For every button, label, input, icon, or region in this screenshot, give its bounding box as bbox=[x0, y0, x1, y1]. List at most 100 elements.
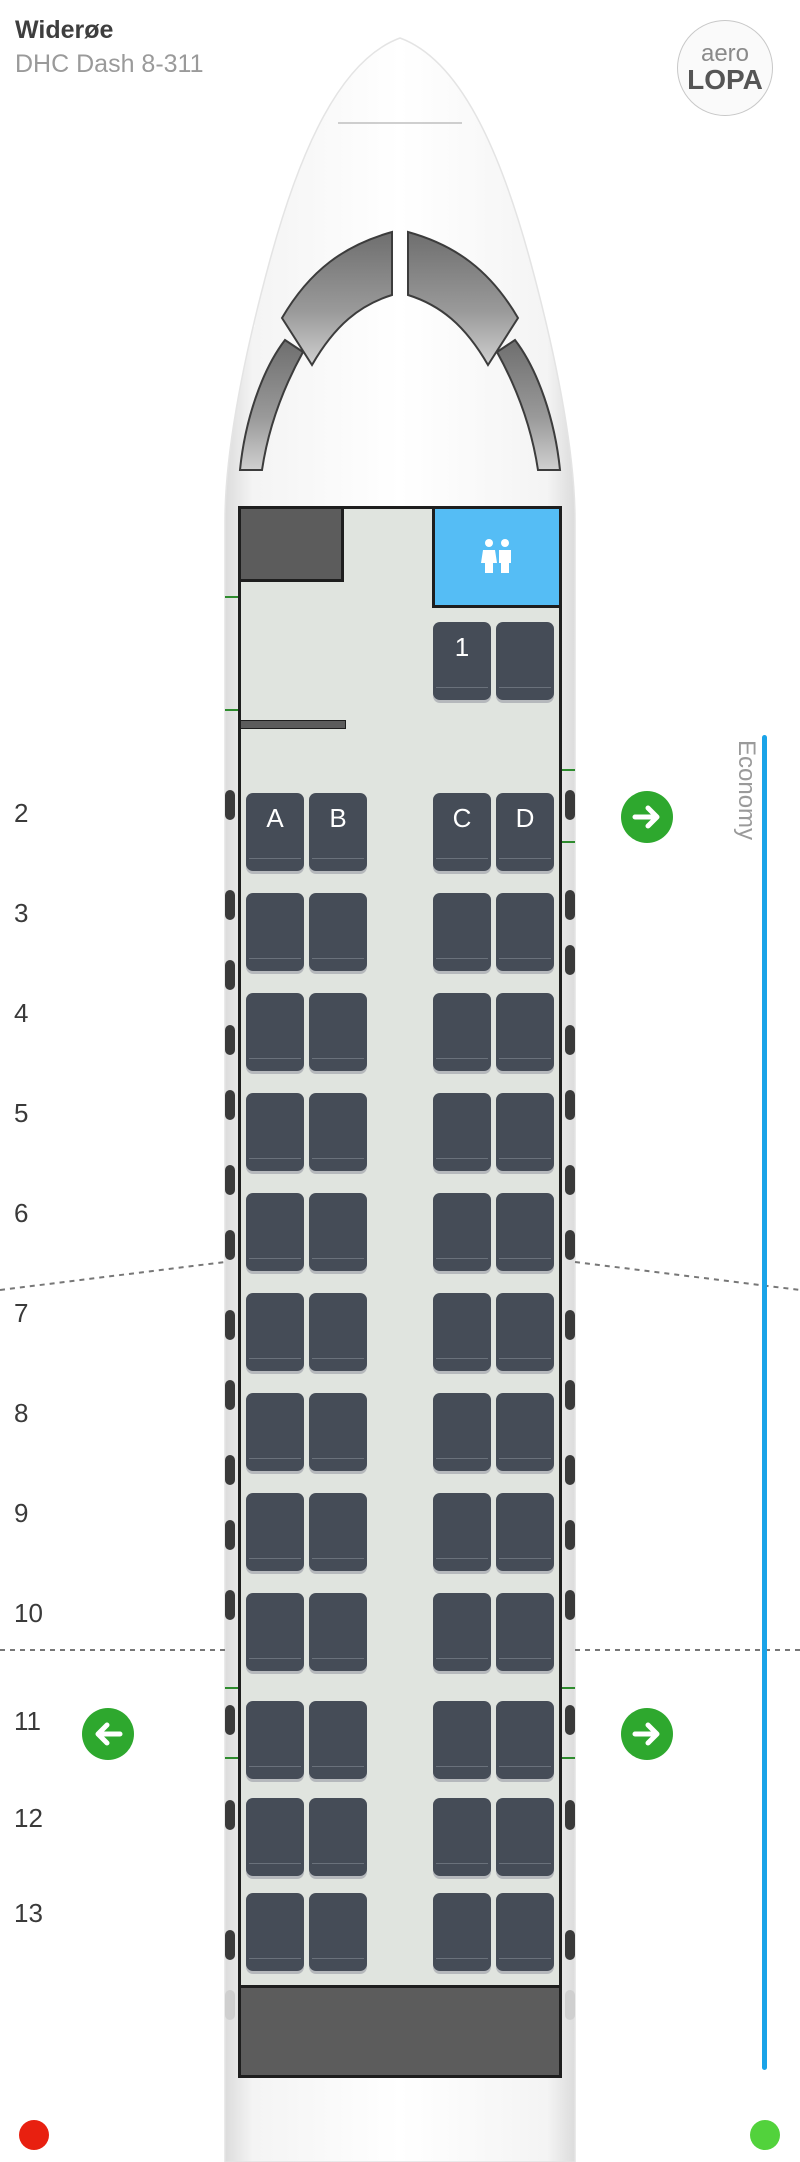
front-galley bbox=[238, 506, 344, 582]
seat-6D[interactable] bbox=[496, 1193, 554, 1271]
column-letter-C: C bbox=[452, 803, 472, 833]
economy-class-label: Economy bbox=[733, 740, 760, 841]
column-letter-A: A bbox=[266, 803, 284, 833]
seat-6B[interactable] bbox=[309, 1193, 367, 1271]
seat-11C[interactable] bbox=[433, 1701, 491, 1779]
seat-13A[interactable] bbox=[246, 1893, 304, 1971]
side-window-icon bbox=[225, 1520, 235, 1550]
side-window-icon bbox=[225, 790, 235, 820]
seat-9D[interactable] bbox=[496, 1493, 554, 1571]
seat-11A[interactable] bbox=[246, 1701, 304, 1779]
bulkhead-partition bbox=[240, 720, 346, 729]
lavatory[interactable] bbox=[432, 506, 562, 608]
side-window-icon bbox=[565, 1310, 575, 1340]
row-label-8: 8 bbox=[14, 1398, 29, 1428]
side-window-icon bbox=[225, 1455, 235, 1485]
seat-7A[interactable] bbox=[246, 1293, 304, 1371]
seat-5C[interactable] bbox=[433, 1093, 491, 1171]
seat-9B[interactable] bbox=[309, 1493, 367, 1571]
side-window-icon bbox=[225, 1990, 235, 2020]
seat-5B[interactable] bbox=[309, 1093, 367, 1171]
seat-3D[interactable] bbox=[496, 893, 554, 971]
logo-line-2: LOPA bbox=[687, 64, 763, 95]
seat-2B[interactable]: B bbox=[309, 793, 367, 871]
seat-6A[interactable] bbox=[246, 1193, 304, 1271]
column-letter-B: B bbox=[329, 803, 347, 833]
seat-5D[interactable] bbox=[496, 1093, 554, 1171]
seat-10C[interactable] bbox=[433, 1593, 491, 1671]
cockpit-window-right-inner bbox=[407, 230, 520, 367]
seat-8D[interactable] bbox=[496, 1393, 554, 1471]
side-window-icon bbox=[565, 1520, 575, 1550]
seat-4B[interactable] bbox=[309, 993, 367, 1071]
seat-4A[interactable] bbox=[246, 993, 304, 1071]
side-window-icon bbox=[225, 1705, 235, 1735]
seat-5A[interactable] bbox=[246, 1093, 304, 1171]
side-window-icon bbox=[225, 960, 235, 990]
seat-7B[interactable] bbox=[309, 1293, 367, 1371]
row-label-2: 2 bbox=[14, 798, 29, 828]
seat-3C[interactable] bbox=[433, 893, 491, 971]
seat-9A[interactable] bbox=[246, 1493, 304, 1571]
side-window-icon bbox=[225, 1230, 235, 1260]
side-window-icon bbox=[565, 945, 575, 975]
seat-12C[interactable] bbox=[433, 1798, 491, 1876]
seat-8A[interactable] bbox=[246, 1393, 304, 1471]
seat-10B[interactable] bbox=[309, 1593, 367, 1671]
exit-right-row-11[interactable] bbox=[621, 1708, 673, 1760]
exit-left-row-11[interactable] bbox=[82, 1708, 134, 1760]
row-label-11: 11 bbox=[14, 1706, 41, 1736]
side-window-icon bbox=[225, 1310, 235, 1340]
row-number-1: 1 bbox=[454, 632, 470, 662]
row-label-7: 7 bbox=[14, 1298, 29, 1328]
column-letter-D: D bbox=[515, 803, 535, 833]
cockpit-window-right-outer bbox=[495, 338, 562, 471]
seat-3B[interactable] bbox=[309, 893, 367, 971]
seat-12A[interactable] bbox=[246, 1798, 304, 1876]
seat-10D[interactable] bbox=[496, 1593, 554, 1671]
side-windows bbox=[225, 790, 575, 2020]
side-window-icon bbox=[565, 790, 575, 820]
seat-12B[interactable] bbox=[309, 1798, 367, 1876]
seat-10A[interactable] bbox=[246, 1593, 304, 1671]
arrow-right-icon bbox=[632, 1722, 660, 1746]
seat-2D[interactable]: D bbox=[496, 793, 554, 871]
seat-1C[interactable]: 1 bbox=[433, 622, 491, 700]
row-label-6: 6 bbox=[14, 1198, 29, 1228]
row-label-10: 10 bbox=[14, 1598, 43, 1628]
seat-6C[interactable] bbox=[433, 1193, 491, 1271]
seat-13D[interactable] bbox=[496, 1893, 554, 1971]
seat-7C[interactable] bbox=[433, 1293, 491, 1371]
seat-2C[interactable]: C bbox=[433, 793, 491, 871]
seat-13B[interactable] bbox=[309, 1893, 367, 1971]
seat-13C[interactable] bbox=[433, 1893, 491, 1971]
seat-12D[interactable] bbox=[496, 1798, 554, 1876]
seat-8B[interactable] bbox=[309, 1393, 367, 1471]
side-window-icon bbox=[225, 1165, 235, 1195]
side-window-icon bbox=[225, 1930, 235, 1960]
legend-dot-green bbox=[750, 2120, 780, 2150]
legend-dot-red bbox=[19, 2120, 49, 2150]
economy-class-bar bbox=[762, 735, 767, 2070]
rear-galley bbox=[238, 1985, 562, 2078]
lavatory-icon bbox=[481, 539, 511, 573]
seat-7D[interactable] bbox=[496, 1293, 554, 1371]
seat-11B[interactable] bbox=[309, 1701, 367, 1779]
seat-2A[interactable]: A bbox=[246, 793, 304, 871]
side-window-icon bbox=[565, 1705, 575, 1735]
seat-11D[interactable] bbox=[496, 1701, 554, 1779]
seat-8C[interactable] bbox=[433, 1393, 491, 1471]
row-label-9: 9 bbox=[14, 1498, 29, 1528]
seat-9C[interactable] bbox=[433, 1493, 491, 1571]
wing-line-left-top bbox=[0, 1261, 226, 1291]
logo-line-1: aero bbox=[700, 40, 750, 67]
seat-4D[interactable] bbox=[496, 993, 554, 1071]
seat-3A[interactable] bbox=[246, 893, 304, 971]
exit-right-row-2[interactable] bbox=[621, 791, 673, 843]
seat-1D[interactable] bbox=[496, 622, 554, 700]
side-window-icon bbox=[225, 1380, 235, 1410]
side-window-icon bbox=[225, 1800, 235, 1830]
arrow-right-icon bbox=[632, 805, 660, 829]
seat-4C[interactable] bbox=[433, 993, 491, 1071]
aerolopa-logo: aero LOPA bbox=[677, 20, 773, 116]
